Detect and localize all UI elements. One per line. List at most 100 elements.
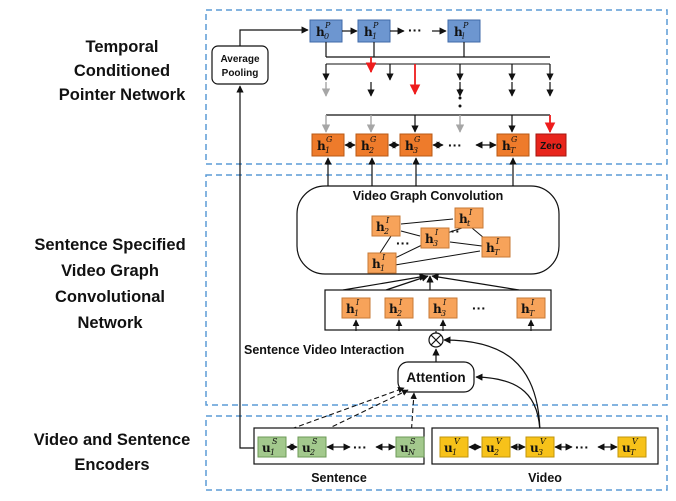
average-pooling-label-line1: Average xyxy=(220,54,260,65)
interaction-node-h3: h 3 I xyxy=(428,297,458,319)
svg-text:1: 1 xyxy=(270,448,275,457)
svg-text:I: I xyxy=(385,216,390,225)
svg-text:h: h xyxy=(425,232,434,246)
svg-text:h: h xyxy=(361,139,370,153)
interaction-node-hT: h T I xyxy=(516,297,546,319)
sentence-node-u2: u 2 S xyxy=(297,436,327,458)
svg-text:1: 1 xyxy=(380,264,385,273)
svg-text:I: I xyxy=(530,298,535,307)
svg-text:T: T xyxy=(630,448,636,457)
svg-text:I: I xyxy=(355,298,360,307)
svg-text:l: l xyxy=(462,32,465,41)
svg-text:h: h xyxy=(364,25,373,39)
video-node-u1: u 1 V xyxy=(439,436,469,458)
svg-text:I: I xyxy=(398,298,403,307)
svg-text:u: u xyxy=(486,441,495,455)
svg-text:u: u xyxy=(262,441,271,455)
svg-text:3: 3 xyxy=(413,146,418,155)
svg-text:I: I xyxy=(495,237,500,246)
svg-text:t: t xyxy=(467,219,471,228)
svg-text:1: 1 xyxy=(452,448,457,457)
svg-text:Convolutional: Convolutional xyxy=(55,288,165,306)
video-caption: Video xyxy=(528,471,562,485)
svg-text:h: h xyxy=(372,257,381,271)
gcn-node-h1: h 1 G xyxy=(311,133,345,157)
svg-text:u: u xyxy=(302,441,311,455)
video-to-otimes-curve xyxy=(443,336,541,437)
svg-text:T: T xyxy=(529,309,535,318)
svg-text:1: 1 xyxy=(325,146,330,155)
encoders-region xyxy=(205,415,668,491)
svg-text:2: 2 xyxy=(309,448,315,457)
graph-node-h2: h 2 I xyxy=(371,215,401,237)
svg-text:h: h xyxy=(346,302,355,316)
svg-text:T: T xyxy=(494,248,500,257)
svg-text:V: V xyxy=(540,437,547,446)
interaction-node-h1: h 1 I xyxy=(341,297,371,319)
svg-text:0: 0 xyxy=(324,32,329,41)
pointer-network-region xyxy=(205,9,668,165)
svg-text:1: 1 xyxy=(372,32,377,41)
interaction-ellipsis: ··· xyxy=(472,300,486,316)
svg-text:I: I xyxy=(468,208,473,217)
svg-text:Pointer Network: Pointer Network xyxy=(59,86,186,104)
svg-text:I: I xyxy=(442,298,447,307)
gcn-node-h2: h 2 G xyxy=(355,133,389,157)
svg-text:h: h xyxy=(376,220,385,234)
svg-text:h: h xyxy=(389,302,398,316)
gcn-node-hT: h T G xyxy=(496,133,530,157)
svg-text:G: G xyxy=(511,135,518,144)
svg-text:h: h xyxy=(317,139,326,153)
svg-text:3: 3 xyxy=(441,309,446,318)
svg-text:Temporal: Temporal xyxy=(85,38,158,56)
svg-text:h: h xyxy=(433,302,442,316)
average-pooling-label-line2: Pooling xyxy=(222,68,259,79)
encoders-label: Video and Sentence Encoders xyxy=(34,431,191,474)
attention-label: Attention xyxy=(406,370,465,385)
svg-text:I: I xyxy=(434,228,439,237)
sentence-caption: Sentence xyxy=(311,471,367,485)
pointer-vertical-ellipsis xyxy=(458,88,462,108)
svg-text:u: u xyxy=(530,441,539,455)
svg-text:G: G xyxy=(370,135,377,144)
svg-text:P: P xyxy=(324,21,331,30)
svg-text:N: N xyxy=(407,448,416,457)
svg-text:h: h xyxy=(405,139,414,153)
interaction-node-h2: h 2 I xyxy=(384,297,414,319)
svg-text:Video Graph: Video Graph xyxy=(61,262,159,280)
graph-edges xyxy=(379,218,485,266)
svg-text:Sentence Specified: Sentence Specified xyxy=(34,236,185,254)
pointer-node-h0: h 0 P xyxy=(309,19,343,43)
svg-text:u: u xyxy=(400,441,409,455)
svg-text:h: h xyxy=(486,241,495,255)
video-graph-conv-title: Video Graph Convolution xyxy=(353,189,503,203)
svg-text:u: u xyxy=(622,441,631,455)
svg-text:h: h xyxy=(459,212,468,226)
video-node-u2: u 2 V xyxy=(481,436,511,458)
svg-text:Video and Sentence: Video and Sentence xyxy=(34,431,191,449)
svg-text:h: h xyxy=(502,139,511,153)
pointer-network-label: Temporal Conditioned Pointer Network xyxy=(59,38,186,104)
svg-text:2: 2 xyxy=(396,309,402,318)
graph-node-h1: h 1 I xyxy=(367,252,397,274)
svg-text:G: G xyxy=(414,135,421,144)
svg-text:2: 2 xyxy=(493,448,499,457)
svg-text:V: V xyxy=(632,437,639,446)
pointer-ellipsis: ··· xyxy=(408,22,422,38)
gcn-ellipsis: ··· xyxy=(448,137,462,153)
video-to-attention-curve xyxy=(475,373,541,437)
svg-text:G: G xyxy=(326,135,333,144)
svg-text:T: T xyxy=(510,146,516,155)
svg-text:P: P xyxy=(372,21,379,30)
svg-text:P: P xyxy=(462,21,469,30)
pointer-node-h1: h 1 P xyxy=(357,19,391,43)
video-node-uT: u T V xyxy=(617,436,647,458)
zero-node: Zero xyxy=(535,133,567,157)
svg-text:S: S xyxy=(410,437,416,446)
svg-text:1: 1 xyxy=(354,309,359,318)
svg-text:u: u xyxy=(444,441,453,455)
svg-text:S: S xyxy=(312,437,318,446)
svg-text:h: h xyxy=(454,25,463,39)
sentence-node-uN: u N S xyxy=(395,436,425,458)
